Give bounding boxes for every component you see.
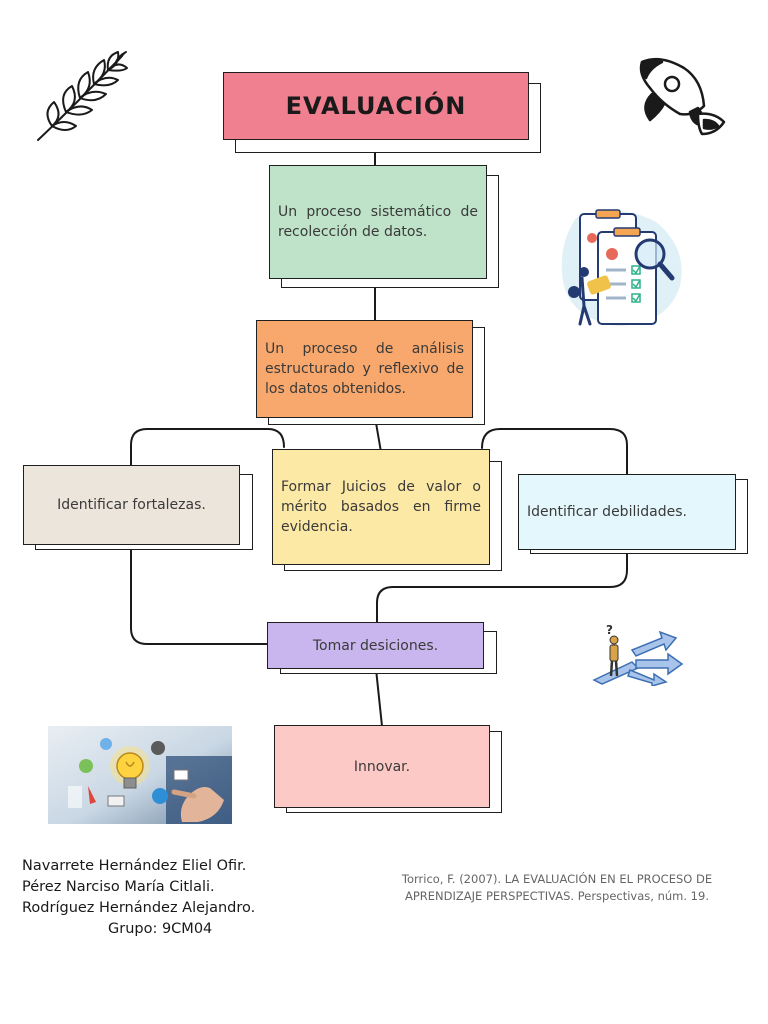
node-weaknesses-text: Identificar debilidades. (527, 504, 687, 520)
lightbulb-innovation-photo (48, 726, 232, 824)
crossroads-person-icon: ? (592, 623, 684, 686)
node-collection-text: Un proceso sistemático de recolección de… (278, 204, 478, 240)
connector-to-weaknesses (481, 428, 628, 476)
reference-line-2: APRENDIZAJE PERSPECTIVAS. Perspectivas, … (405, 889, 709, 903)
node-strengths-text: Identificar fortalezas. (57, 497, 206, 513)
node-strengths: Identificar fortalezas. (23, 465, 240, 545)
node-collection: Un proceso sistemático de recolección de… (269, 165, 487, 279)
node-decisions-text: Tomar desiciones. (312, 637, 439, 654)
author-line: Pérez Narciso María Citlali. (22, 879, 215, 895)
group-label: Grupo: 9CM04 (108, 921, 213, 937)
clipboard-magnifier-icon (561, 209, 682, 326)
node-judgements-text: Formar Juicios de valor o mérito basados… (281, 479, 481, 535)
reference-line-1: Torrico, F. (2007). LA EVALUACIÓN EN EL … (401, 872, 713, 886)
connector-strengths-to-decisions (130, 544, 269, 645)
diagram-title: EVALUACIÓN (285, 92, 467, 120)
node-innovate: Innovar. (274, 725, 490, 808)
node-analysis-text: Un proceso de análisis estructurado y re… (265, 341, 464, 397)
node-innovate-text: Innovar. (353, 758, 411, 775)
svg-text:?: ? (606, 623, 613, 637)
connector-to-strengths (130, 428, 285, 467)
author-line: Navarrete Hernández Eliel Ofir. (22, 858, 247, 874)
node-judgements: Formar Juicios de valor o mérito basados… (272, 449, 490, 565)
author-line: Rodríguez Hernández Alejandro. (22, 900, 256, 916)
node-weaknesses: Identificar debilidades. (518, 474, 736, 550)
title-box: EVALUACIÓN (223, 72, 529, 140)
rocket-icon (639, 57, 726, 136)
node-analysis: Un proceso de análisis estructurado y re… (256, 320, 473, 418)
reference-block: Torrico, F. (2007). LA EVALUACIÓN EN EL … (392, 871, 722, 905)
leaf-branch-icon (37, 51, 128, 141)
node-decisions: Tomar desiciones. (267, 622, 484, 669)
connector-decisions-to-innovate (375, 668, 383, 727)
connector-weaknesses-to-decisions (376, 547, 628, 624)
authors-block: Navarrete Hernández Eliel Ofir. Pérez Na… (22, 856, 255, 940)
